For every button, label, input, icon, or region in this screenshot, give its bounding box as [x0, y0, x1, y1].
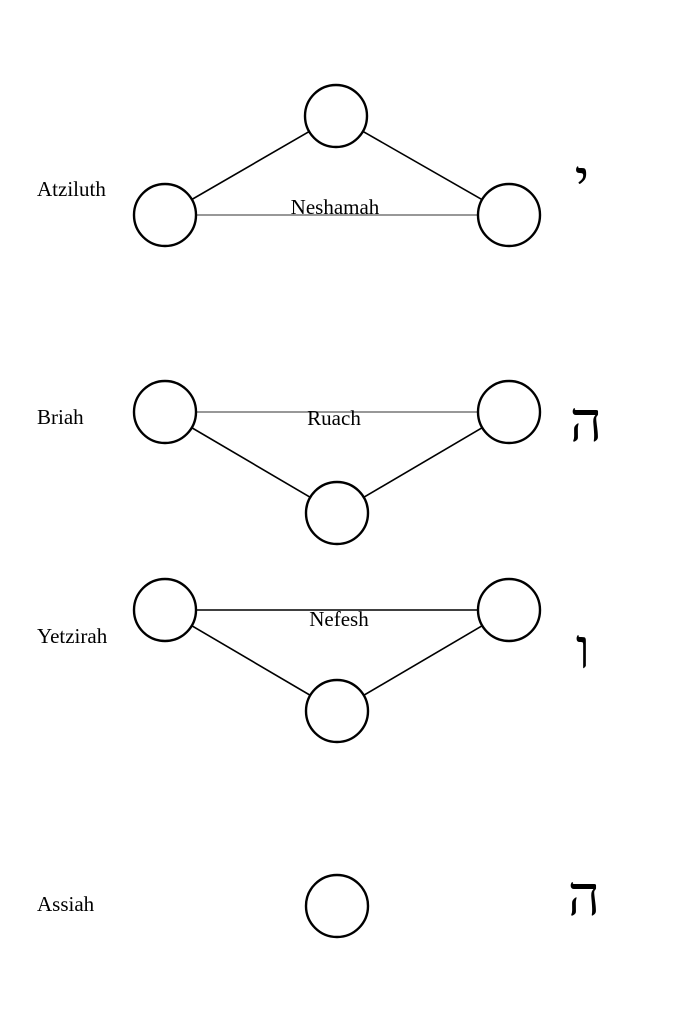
world-label-assiah: Assiah: [37, 892, 95, 916]
edge-atziluth-left-top: [164, 115, 337, 216]
node-briah-left: [132, 379, 198, 445]
node-yetzirah-left: [132, 577, 198, 643]
edge-atziluth-top-right: [335, 115, 510, 216]
edge-briah-bottom-right: [336, 411, 510, 514]
world-label-briah: Briah: [37, 405, 84, 429]
world-assiah: Assiah ה: [37, 864, 600, 939]
node-atziluth-right: [476, 182, 542, 248]
hebrew-letter-heh-lower: ה: [568, 864, 600, 929]
node-atziluth-left: [132, 182, 198, 248]
world-label-yetzirah: Yetzirah: [37, 624, 108, 648]
node-yetzirah-right: [476, 577, 542, 643]
edge-yetzirah-left-bottom: [164, 609, 338, 712]
node-briah-right: [476, 379, 542, 445]
soul-label-ruach: Ruach: [307, 406, 361, 430]
world-atziluth: Atziluth Neshamah י: [37, 83, 590, 248]
node-assiah: [304, 873, 370, 939]
hebrew-letter-vav: ו: [576, 617, 590, 682]
world-briah: Briah Ruach ה: [37, 379, 602, 546]
edge-yetzirah-bottom-right: [336, 609, 510, 712]
node-briah-bottom: [304, 480, 370, 546]
soul-label-neshamah: Neshamah: [291, 195, 380, 219]
hebrew-letter-heh-upper: ה: [570, 390, 602, 455]
world-label-atziluth: Atziluth: [37, 177, 106, 201]
edge-briah-left-bottom: [164, 411, 338, 514]
soul-label-nefesh: Nefesh: [309, 607, 369, 631]
node-atziluth-top: [303, 83, 369, 149]
world-yetzirah: Yetzirah Nefesh ו: [37, 577, 590, 744]
node-yetzirah-bottom: [304, 678, 370, 744]
hebrew-letter-yod: י: [575, 148, 590, 213]
